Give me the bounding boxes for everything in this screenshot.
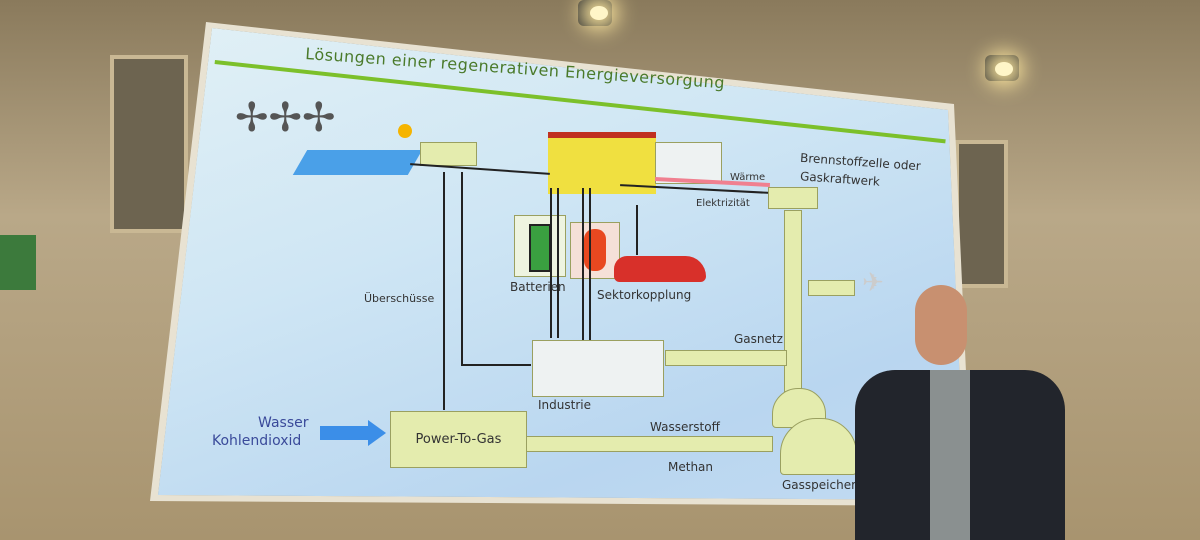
label-kohlendioxid: Kohlendioxid	[212, 433, 302, 449]
label-wasserstoff: Wasserstoff	[650, 420, 720, 434]
biogas-plant-icon	[420, 142, 477, 166]
label-wasser: Wasser	[258, 415, 309, 431]
arrow-battery-1	[550, 188, 552, 338]
label-methan: Methan	[668, 460, 714, 474]
airplane-icon: ✈	[862, 268, 884, 298]
gas-pipe-to-industry	[665, 350, 787, 366]
electric-car-icon	[614, 256, 706, 282]
power-to-gas-box: Power-To-Gas	[390, 411, 527, 468]
stage-lamp-2	[995, 62, 1013, 76]
houses-icon	[548, 132, 656, 194]
heat-storage-icon	[570, 222, 620, 279]
arrow-sector-1	[582, 188, 584, 348]
arrow-industrie-h	[461, 364, 531, 366]
wind-turbine-icon: ✢✢✢	[235, 95, 336, 141]
stage-lamp-1	[590, 6, 608, 20]
presenter-shirt	[930, 370, 970, 540]
arrow-battery-2	[557, 188, 559, 338]
label-industrie: Industrie	[538, 398, 591, 412]
hydrogen-pipe	[526, 436, 773, 452]
label-elektrizitaet: Elektrizität	[696, 198, 750, 209]
sun-icon	[398, 124, 412, 138]
arrow-to-industrie	[461, 172, 463, 364]
label-waerme: Wärme	[730, 172, 766, 183]
arrow-to-power-to-gas	[443, 172, 445, 410]
label-ueberschuesse: Überschüsse	[364, 292, 435, 305]
input-arrow-icon	[320, 426, 370, 440]
wall-speaker-left	[110, 55, 188, 233]
input-arrow-head	[368, 420, 386, 446]
presenter	[855, 280, 1065, 540]
label-gasspeicher: Gasspeicher	[782, 478, 857, 492]
industry-icon	[532, 340, 664, 397]
label-sektorkopplung: Sektorkopplung	[597, 288, 692, 302]
fuel-cell-icon	[768, 187, 818, 209]
solar-panel-icon	[292, 150, 423, 175]
gas-tank-large	[780, 418, 857, 475]
power-to-gas-label: Power-To-Gas	[415, 432, 502, 447]
wall-speaker-right	[955, 140, 1008, 288]
presenter-head	[915, 285, 967, 365]
arrow-sector-2	[589, 188, 591, 348]
arrow-car	[636, 205, 638, 255]
label-gasnetz: Gasnetz	[734, 332, 783, 346]
exit-sign	[0, 235, 36, 290]
gas-pipe-to-plane	[808, 280, 855, 296]
